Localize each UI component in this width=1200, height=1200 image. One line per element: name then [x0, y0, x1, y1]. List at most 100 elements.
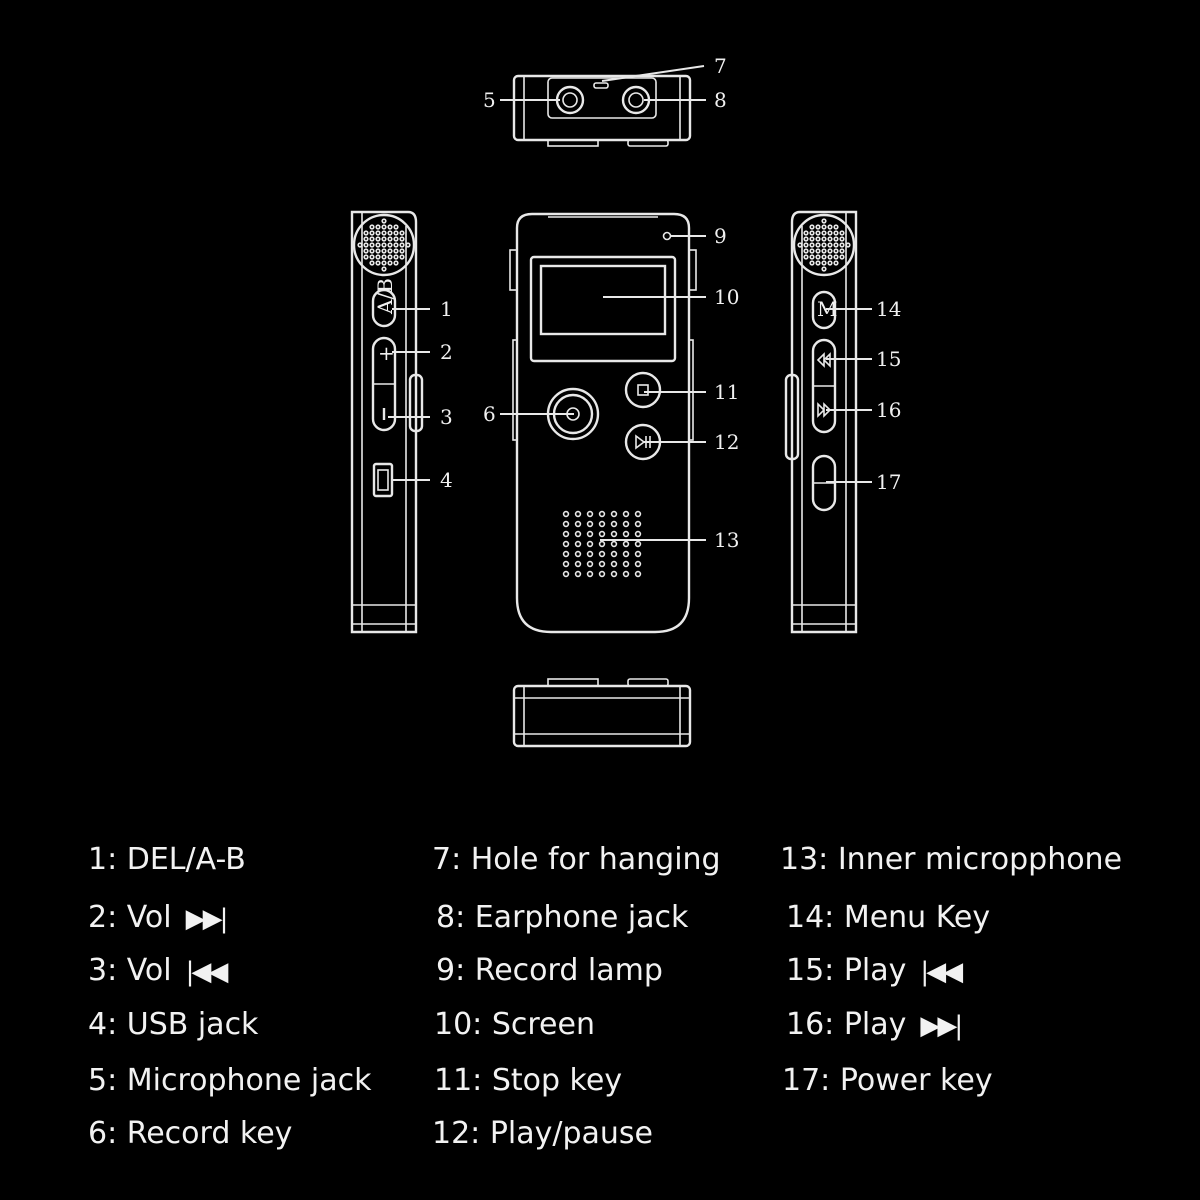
speaker-hole	[598, 530, 606, 538]
legend-item-8: 8: Earphone jack	[436, 900, 689, 935]
speaker-grille	[562, 510, 642, 578]
grille-hole	[803, 242, 809, 248]
bottom-view	[512, 678, 692, 748]
speaker-hole	[622, 570, 630, 578]
microphone-jack-top	[555, 85, 585, 115]
grille-hole	[809, 224, 815, 230]
speaker-hole	[598, 520, 606, 528]
grille-hole	[827, 224, 833, 230]
speaker-hole	[586, 540, 594, 548]
grille-hole	[399, 230, 405, 236]
grille-hole	[381, 242, 387, 248]
usb-port-side	[372, 462, 394, 498]
grille-hole	[393, 242, 399, 248]
grille-hole	[393, 224, 399, 230]
callout-16: 16	[876, 398, 901, 422]
grille-hole	[821, 218, 827, 224]
speaker-hole	[562, 560, 570, 568]
speaker-hole	[586, 510, 594, 518]
legend-item-12: 12: Play/pause	[432, 1116, 654, 1151]
microphone-grille-holes	[357, 218, 411, 272]
speaker-hole	[610, 520, 618, 528]
speaker-hole	[622, 520, 630, 528]
grille-hole	[381, 266, 387, 272]
speaker-hole	[598, 540, 606, 548]
speaker-hole	[562, 550, 570, 558]
grille-hole	[387, 230, 393, 236]
speaker-hole	[610, 530, 618, 538]
callout-1: 1	[440, 297, 453, 321]
grille-hole	[381, 254, 387, 260]
speaker-hole	[562, 530, 570, 538]
grille-hole	[809, 260, 815, 266]
callout-8: 8	[714, 88, 727, 112]
legend-item-2: 2: Vol▶▶|	[88, 900, 228, 935]
legend-item-5: 5: Microphone jack	[88, 1063, 372, 1098]
grille-hole	[375, 224, 381, 230]
legend-item-13: 13: Inner micropphone	[780, 842, 1123, 877]
grille-hole	[381, 248, 387, 254]
grille-hole	[821, 242, 827, 248]
speaker-hole	[562, 520, 570, 528]
grille-hole	[399, 236, 405, 242]
speaker-hole	[634, 530, 642, 538]
grille-hole	[381, 224, 387, 230]
hanging-hole	[593, 82, 609, 89]
grille-hole	[399, 248, 405, 254]
callout-14: 14	[876, 297, 901, 321]
legend: 1: DEL/A-B 2: Vol▶▶| 3: Vol|◀◀ 4: USB ja…	[0, 830, 1200, 1170]
rewind-icon: |◀◀	[920, 957, 963, 987]
speaker-hole	[562, 540, 570, 548]
speaker-hole	[610, 550, 618, 558]
grille-hole	[803, 248, 809, 254]
left-microphone-grille	[352, 213, 416, 277]
grille-hole	[375, 236, 381, 242]
record-lamp	[662, 231, 672, 241]
grille-hole	[369, 224, 375, 230]
grille-hole	[803, 236, 809, 242]
grille-hole	[833, 248, 839, 254]
top-view	[512, 74, 692, 147]
grille-hole	[381, 230, 387, 236]
callout-3: 3	[440, 405, 453, 429]
speaker-hole	[598, 510, 606, 518]
grille-hole	[809, 236, 815, 242]
screen-bezel	[529, 255, 677, 363]
grille-hole	[827, 248, 833, 254]
speaker-hole	[634, 520, 642, 528]
speaker-hole	[574, 540, 582, 548]
grille-hole	[839, 242, 845, 248]
legend-item-14: 14: Menu Key	[786, 900, 991, 935]
grille-hole	[809, 242, 815, 248]
grille-hole	[833, 230, 839, 236]
grille-hole	[381, 218, 387, 224]
grille-hole	[387, 236, 393, 242]
grille-hole	[833, 224, 839, 230]
speaker-hole	[634, 540, 642, 548]
grille-hole	[393, 236, 399, 242]
grille-hole	[405, 242, 411, 248]
left-side-view: A/B +	[350, 210, 424, 634]
speaker-hole	[610, 510, 618, 518]
speaker-hole	[610, 560, 618, 568]
grille-hole	[827, 260, 833, 266]
grille-hole	[363, 236, 369, 242]
legend-item-1: 1: DEL/A-B	[88, 842, 246, 877]
grille-hole	[381, 260, 387, 266]
speaker-hole	[622, 550, 630, 558]
legend-item-16: 16: Play▶▶|	[786, 1007, 963, 1042]
grille-hole	[363, 254, 369, 260]
speaker-hole	[622, 540, 630, 548]
speaker-hole	[574, 560, 582, 568]
grille-hole	[833, 260, 839, 266]
grille-hole	[827, 236, 833, 242]
legend-item-4: 4: USB jack	[88, 1007, 259, 1042]
speaker-hole	[562, 510, 570, 518]
grille-hole	[821, 248, 827, 254]
grille-hole	[839, 236, 845, 242]
grille-hole	[399, 254, 405, 260]
callout-15: 15	[876, 347, 901, 371]
callout-17: 17	[876, 470, 901, 494]
grille-hole	[833, 236, 839, 242]
grille-hole	[833, 242, 839, 248]
